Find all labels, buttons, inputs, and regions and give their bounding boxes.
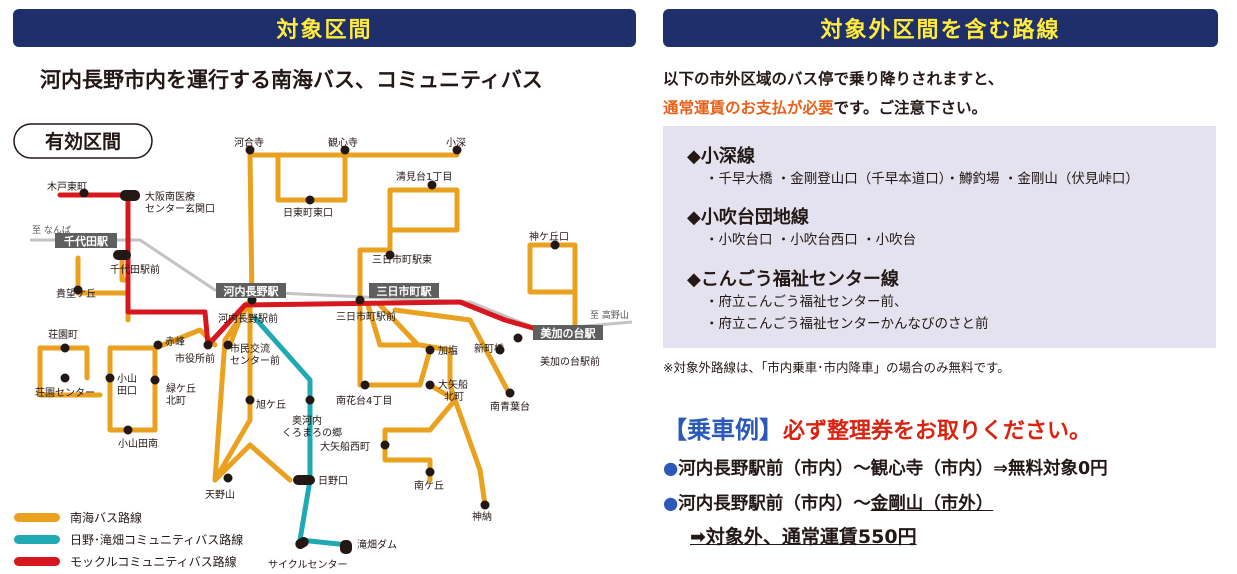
route-title-kobukidai: ◆小吹台団地線 <box>687 207 809 228</box>
valid-range-label: 有効区間 <box>45 130 121 153</box>
example-heading: 【乗車例】必ず整理券をお取りください。 <box>663 410 1091 445</box>
stop-osaka-south-med: 大阪南医療センター玄関口 <box>145 190 215 215</box>
stop-kiyomidai: 清見台1丁目 <box>396 170 452 183</box>
stop-kabe: 加塩 <box>438 344 458 357</box>
legend-mokkuru: モックルコミュニティバス路線 <box>14 550 243 572</box>
map-legend: 南海バス路線 日野･滝畑コミュニティバス路線 モックルコミュニティバス路線 <box>14 506 243 572</box>
legend-swatch-mokkuru <box>14 556 60 566</box>
kawachinagano-plate <box>216 283 286 298</box>
mikanodai-plate <box>533 325 603 340</box>
stop-hinoguchi: 日野口 <box>318 475 348 487</box>
legend-hino: 日野･滝畑コミュニティバス路線 <box>14 528 243 550</box>
stop-kawaidera: 河合寺 <box>234 136 264 149</box>
stop-hihigashi: 日東町東口 <box>283 206 333 219</box>
stop-koyamada-minami: 小山田南 <box>118 437 158 450</box>
stop-akamine: 赤峰 <box>165 336 185 348</box>
free-condition-note: ※対象外路線は、「市内乗車･市内降車」の場合のみ無料です。 <box>663 360 1010 375</box>
excluded-section-title: 対象外区間を含む路線 <box>820 18 1061 43</box>
stop-kamigaoka: 神ケ丘口 <box>529 230 569 243</box>
example-2: ●河内長野駅前（市内）～金剛山（市外） <box>663 490 993 515</box>
example-1: ●河内長野駅前（市内）～観心寺（市内）⇒無料対象0円 <box>663 455 1108 480</box>
stop-oyabune-nishi: 大矢船西町 <box>320 440 370 453</box>
to-koyasan-label: 至 高野山 <box>590 309 629 321</box>
example-2-result: ➡対象外、通常運賃550円 <box>690 526 917 548</box>
chiyoda-station: 千代田駅 <box>64 234 108 248</box>
stop-oyabune-kita: 大矢船北町 <box>438 378 468 403</box>
stop-shouen: 荘園町 <box>48 329 78 341</box>
mikkaichi-plate <box>369 283 439 298</box>
stop-kidohigashi: 木戸東町 <box>47 180 87 193</box>
excluded-routes-box: ◆小深線 ・千早大橋 ・金剛登山口（千早本道口）・鱒釣場 ・金剛山（伏見峠口） … <box>663 126 1216 348</box>
legend-label-mokkuru: モックルコミュニティバス路線 <box>70 554 237 569</box>
stop-amanosan: 天野山 <box>205 489 235 501</box>
stop-nankadai: 南花台4丁目 <box>336 394 392 407</box>
intro-warning: 通常運賃のお支払が必要 <box>663 99 834 117</box>
bullet-icon: ● <box>663 494 679 514</box>
excluded-section-banner: 対象外区間を含む路線 <box>663 9 1218 47</box>
stop-midorigaoka: 緑ケ丘北町 <box>166 382 196 407</box>
route-stops-kongo-1: ・府立こんごう福祉センター前、 <box>705 294 908 310</box>
kawachinagano-station: 河内長野駅 <box>224 284 279 298</box>
route-title-kongo: ◆こんごう福祉センター線 <box>687 269 899 290</box>
legend-swatch-hino <box>14 534 60 544</box>
route-stops-kongo-2: ・府立こんごう福祉センターかんなびのさと前 <box>705 316 989 332</box>
stop-mikkaichi-mae: 三日市町駅前 <box>336 310 396 323</box>
route-title-kobuka: ◆小深線 <box>687 146 755 167</box>
stop-okukawachi: 奥河内くろまろの郷 <box>282 414 342 439</box>
ticket-warning: 必ず整理券をお取りください。 <box>783 419 1092 444</box>
target-section-subtitle: 河内長野市内を運行する南海バス、コミュニティバス <box>40 68 543 92</box>
legend-swatch-nankai <box>14 512 60 522</box>
stop-asahigaoka: 旭ケ丘 <box>256 399 286 411</box>
stop-takihata: 滝畑ダム <box>357 538 397 551</box>
stop-shouen-center: 荘園センター <box>35 387 95 399</box>
stop-koyamada: 小山田口 <box>117 373 137 397</box>
bus-stop-markers <box>60 145 560 554</box>
stop-mikanodai-mae: 美加の台駅前 <box>540 355 600 368</box>
stop-kanshinji: 観心寺 <box>328 136 358 149</box>
excluded-intro: 以下の市外区域のバス停で乗り降りされますと、 通常運賃のお支払が必要です。ご注意… <box>663 65 1223 123</box>
route-stops-kobukidai: ・小吹台口 ・小吹台西口 ・小吹台 <box>705 232 917 248</box>
stop-shinmachibashi: 新町橋 <box>474 342 504 355</box>
chiyoda-plate <box>55 233 117 248</box>
target-section-title: 対象区間 <box>276 18 373 43</box>
route-stops-kobuka: ・千早大橋 ・金剛登山口（千早本道口）・鱒釣場 ・金剛山（伏見峠口） <box>705 171 1139 187</box>
stop-kibogaoka: 貴望ケ丘 <box>56 287 96 300</box>
railway-station-plates: 千代田駅 河内長野駅 三日市町駅 美加の台駅 <box>55 233 603 340</box>
intro-line-2: 通常運賃のお支払が必要です。ご注意下さい。 <box>663 94 1223 123</box>
target-section-banner: 対象区間 <box>13 9 636 47</box>
legend-nankai: 南海バス路線 <box>14 506 243 528</box>
stop-kawachinagano-mae: 河内長野駅前 <box>218 312 278 325</box>
example-2-text: 河内長野駅前（市内）～ <box>678 494 871 514</box>
route-kobukidai: ◆小吹台団地線 ・小吹台口 ・小吹台西口 ・小吹台 <box>687 203 916 251</box>
stop-shiyakusho: 市役所前 <box>175 352 215 365</box>
legend-label-nankai: 南海バス路線 <box>70 510 143 525</box>
bus-route-map: 有効区間 <box>13 123 633 571</box>
bus-stop-labels: 木戸東町 大阪南医療センター玄関口 千代田駅前 貴望ケ丘 荘園町 荘園センター … <box>35 136 600 571</box>
mikanodai-station: 美加の台駅 <box>541 326 596 340</box>
stop-minami-aoba: 南青葉台 <box>490 400 530 413</box>
legend-label-hino: 日野･滝畑コミュニティバス路線 <box>70 532 244 547</box>
to-namba-label: 至 なんば <box>32 225 71 236</box>
stop-kobuka: 小深 <box>446 137 466 149</box>
intro-line-1: 以下の市外区域のバス停で乗り降りされますと、 <box>663 70 1004 88</box>
stop-konoyama: 神納 <box>472 510 492 523</box>
example-2-outside: 金剛山（市外） <box>870 494 994 514</box>
stop-chiyoda-mae: 千代田駅前 <box>110 263 160 276</box>
valid-range-badge <box>13 123 153 159</box>
stop-cycle-center: サイクルセンター <box>268 559 348 571</box>
bullet-icon: ● <box>663 459 679 479</box>
mikkaichi-station: 三日市町駅 <box>377 284 432 298</box>
route-kongo: ◆こんごう福祉センター線 ・府立こんごう福祉センター前、 ・府立こんごう福祉セン… <box>687 265 989 335</box>
stop-mikkaichi-higashi: 三日市町駅東 <box>372 253 432 266</box>
stop-minamigaoka: 南ケ丘 <box>414 479 444 492</box>
example-1-text: 河内長野駅前（市内）～観心寺（市内）⇒無料対象0円 <box>678 459 1108 479</box>
stop-shimin-koryu: 市民交流センター前 <box>230 342 280 367</box>
example-label: 【乗車例】 <box>663 416 783 444</box>
intro-rest: です。ご注意下さい。 <box>833 99 987 117</box>
route-kobuka: ◆小深線 ・千早大橋 ・金剛登山口（千早本道口）・鱒釣場 ・金剛山（伏見峠口） <box>687 142 1139 190</box>
